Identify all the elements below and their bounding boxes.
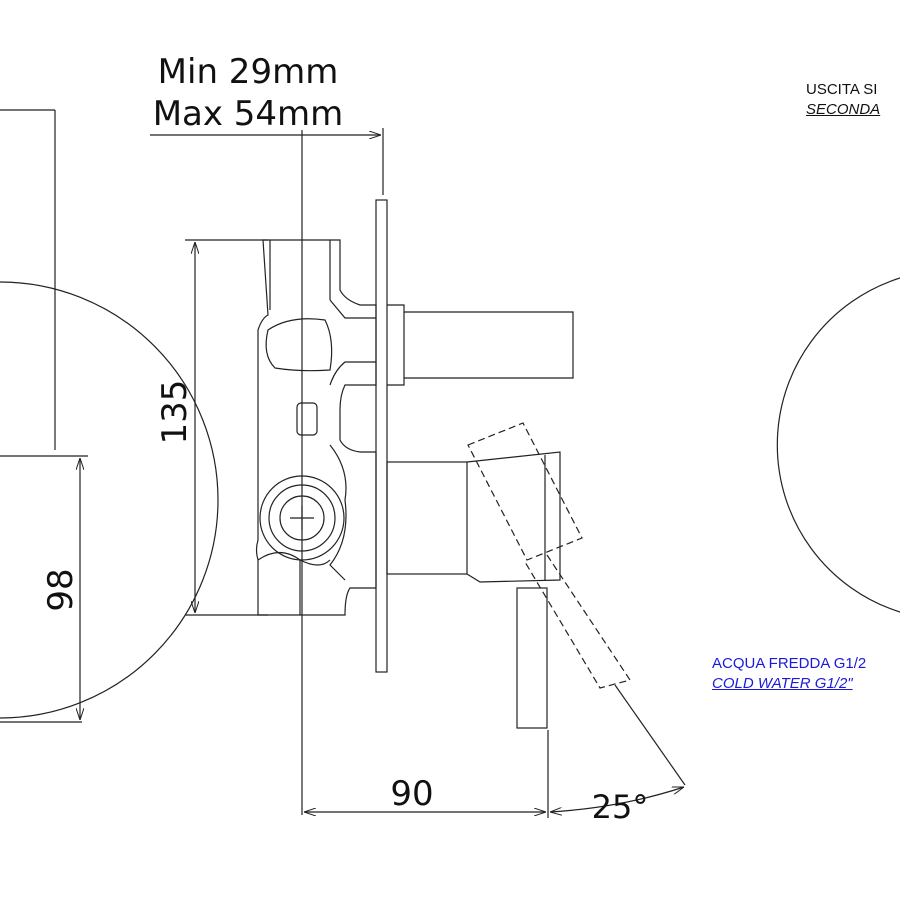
valve-window <box>296 402 318 436</box>
right-cover-plate <box>776 277 900 613</box>
valve-body <box>255 239 377 616</box>
valve-lower-curve <box>329 444 347 581</box>
valve-bottom-curve <box>257 551 331 615</box>
dim-98-label: 98 <box>41 568 81 611</box>
dim-25-arc <box>550 786 684 812</box>
cold-water-note: ACQUA FREDDA G1/2 COLD WATER G1/2" <box>712 654 866 694</box>
outlet-note-en: SECONDA <box>806 101 881 118</box>
left-cover-plate <box>0 281 219 719</box>
escutcheon-plate <box>375 199 388 673</box>
outlet-note-it: USCITA SI <box>806 81 878 98</box>
angle-ref-line <box>614 684 686 786</box>
lever-rotated-outline <box>467 422 631 689</box>
cold-water-note-it: ACQUA FREDDA G1/2 <box>712 655 867 672</box>
cold-water-note-en: COLD WATER G1/2" <box>712 675 853 692</box>
valve-inner-curve <box>265 318 333 372</box>
lever-handle <box>516 587 548 729</box>
dim-wall-max-label: Max 54mm <box>153 94 344 134</box>
valve-neck <box>329 299 376 386</box>
dim-135-label: 135 <box>155 380 195 445</box>
outlet-note: USCITA SI SECONDA <box>806 80 880 120</box>
inlet-fitting-inner <box>279 495 325 541</box>
dim-25-label: 25° <box>592 788 649 826</box>
dim-wall-min-label: Min 29mm <box>158 52 339 92</box>
diverter-knob <box>387 304 574 386</box>
inlet-fitting-outer <box>259 475 345 561</box>
inlet-fitting-mid <box>268 484 336 552</box>
lever-housing <box>386 461 468 575</box>
dim-90-label: 90 <box>390 774 433 814</box>
lever-collar <box>466 451 561 583</box>
